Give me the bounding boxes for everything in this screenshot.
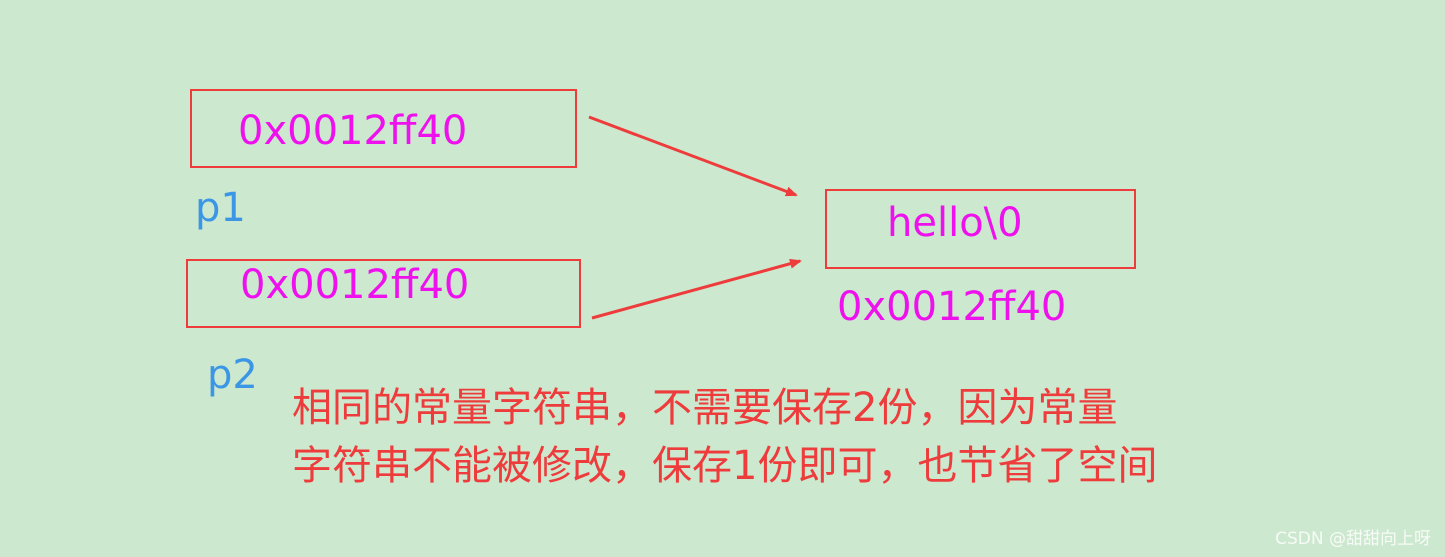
p1-label: p1 [195, 185, 246, 231]
note-line-2: 字符串不能被修改，保存1份即可，也节省了空间 [292, 443, 1158, 489]
arrow-p1-to-string [588, 115, 798, 197]
p1-box [190, 89, 577, 168]
string-box [825, 189, 1136, 269]
p2-label: p2 [207, 352, 258, 398]
string-content: hello\0 [887, 200, 1023, 246]
arrow-p2-to-string [591, 258, 802, 320]
note-line-1: 相同的常量字符串，不需要保存2份，因为常量 [292, 385, 1118, 431]
watermark: CSDN @甜甜向上呀 [1275, 529, 1431, 549]
p1-value: 0x0012ff40 [238, 108, 468, 154]
p2-box [186, 259, 581, 328]
string-address: 0x0012ff40 [837, 284, 1067, 330]
p2-value: 0x0012ff40 [240, 262, 470, 308]
